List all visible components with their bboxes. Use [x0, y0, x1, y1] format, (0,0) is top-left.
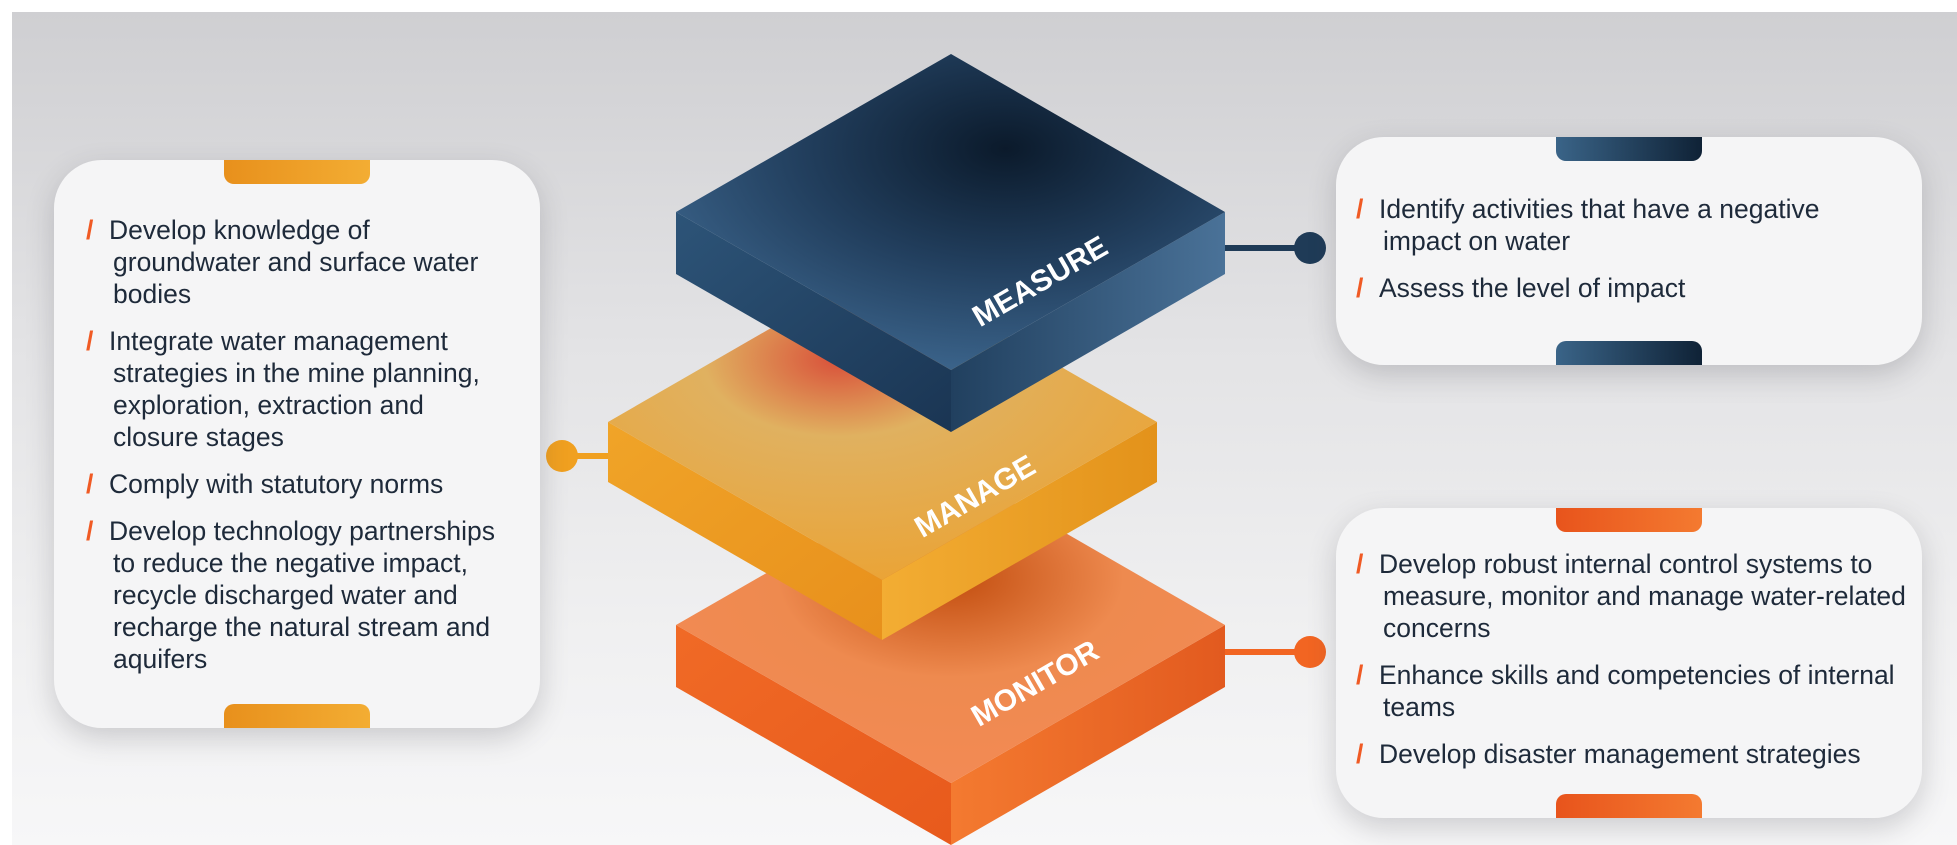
monitor-panel-top-tab: [1556, 508, 1702, 532]
list-item: /Comply with statutory norms: [86, 469, 444, 499]
measure-list: /Identify activities that have a negativ…: [1356, 193, 1896, 319]
list-item: /Develop robust internal control systems…: [1356, 549, 1906, 643]
list-item: /Integrate water management strategies i…: [86, 326, 480, 452]
manage-list: /Develop knowledge of groundwater and su…: [86, 214, 514, 690]
list-item: /Enhance skills and competencies of inte…: [1356, 660, 1895, 722]
list-item: /Develop disaster management strategies: [1356, 739, 1861, 769]
monitor-panel: /Develop robust internal control systems…: [1336, 508, 1922, 818]
measure-panel: /Identify activities that have a negativ…: [1336, 137, 1922, 365]
monitor-panel-bottom-tab: [1556, 794, 1702, 818]
monitor-list: /Develop robust internal control systems…: [1356, 548, 1912, 785]
monitor-layer: MONITOR: [676, 467, 1225, 845]
measure-panel-bottom-tab: [1556, 341, 1702, 365]
list-item: /Develop knowledge of groundwater and su…: [86, 215, 479, 309]
list-item: /Assess the level of impact: [1356, 273, 1686, 303]
manage-layer: MANAGE: [608, 264, 1157, 640]
manage-connector: [546, 440, 612, 472]
manage-panel-bottom-tab: [224, 704, 370, 728]
measure-connector: [1225, 232, 1326, 264]
measure-layer: MEASURE: [676, 54, 1225, 432]
measure-panel-top-tab: [1556, 137, 1702, 161]
manage-panel: /Develop knowledge of groundwater and su…: [54, 160, 540, 728]
monitor-connector: [1225, 636, 1326, 668]
manage-panel-top-tab: [224, 160, 370, 184]
list-item: /Develop technology partnerships to redu…: [86, 516, 495, 674]
list-item: /Identify activities that have a negativ…: [1356, 194, 1820, 256]
